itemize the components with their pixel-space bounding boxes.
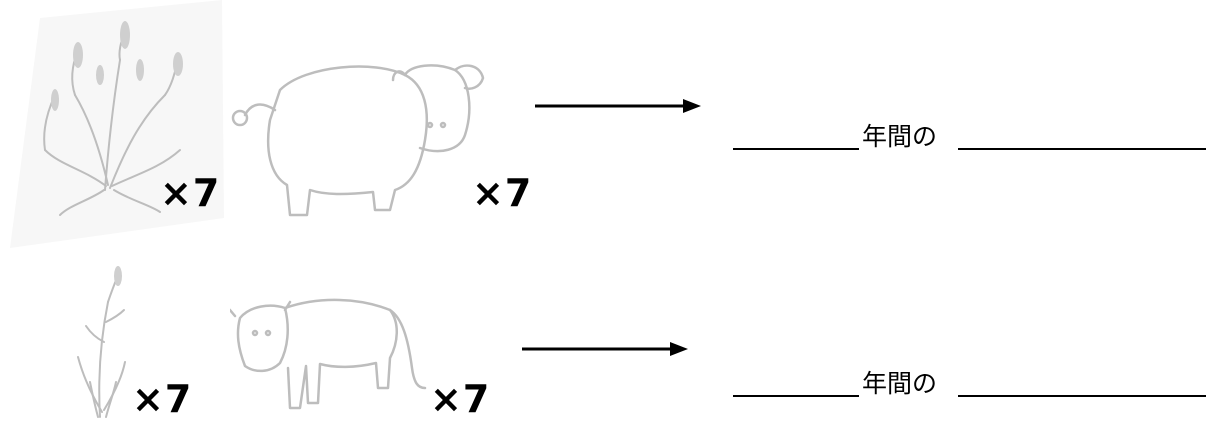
animal-count-label: ×7 xyxy=(472,171,533,215)
healthy-grain-plant-icon xyxy=(0,0,225,250)
answer-blank-word[interactable] xyxy=(958,395,1206,397)
plant-count-label: ×7 xyxy=(132,377,193,421)
right-arrow-icon xyxy=(535,96,705,116)
answer-blank-years[interactable] xyxy=(733,395,859,397)
answer-label: 年間の xyxy=(862,122,938,151)
answer-blank-years[interactable] xyxy=(733,148,859,150)
plant-count-label: ×7 xyxy=(160,171,221,215)
thin-cow-icon xyxy=(230,288,430,418)
answer-label: 年間の xyxy=(862,369,938,398)
answer-blank-word[interactable] xyxy=(958,148,1206,150)
right-arrow-icon xyxy=(522,339,692,359)
withered-grain-plant-icon xyxy=(70,262,140,422)
animal-count-label: ×7 xyxy=(430,377,491,421)
fat-cow-icon xyxy=(225,50,495,225)
